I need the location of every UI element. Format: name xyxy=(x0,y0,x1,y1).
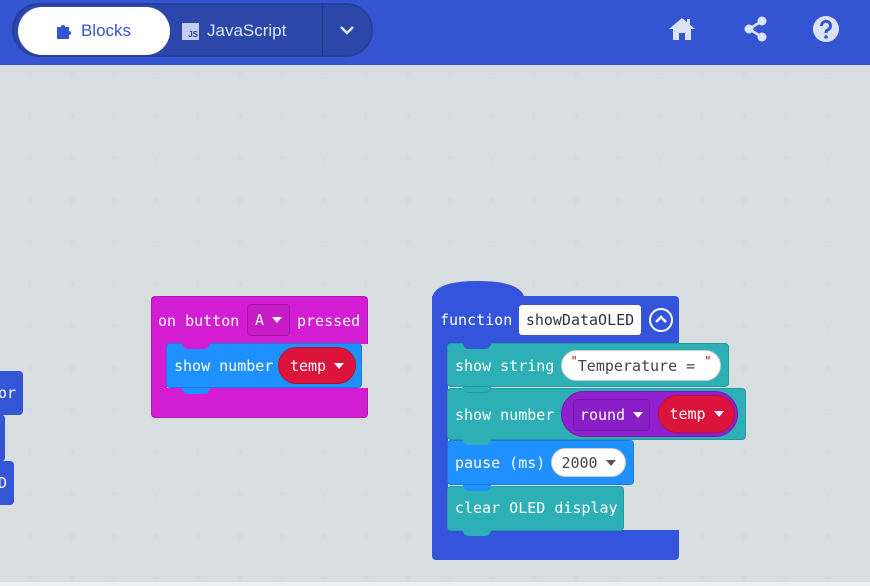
editor-dropdown-button[interactable] xyxy=(322,5,371,55)
tab-blocks[interactable]: Blocks xyxy=(18,7,170,55)
button-dropdown[interactable]: A xyxy=(247,304,290,336)
function-name-input[interactable]: showDataOLED xyxy=(519,305,641,335)
function-keyword: function xyxy=(440,311,513,329)
dropdown-arrow-icon xyxy=(334,362,345,369)
math-op-dropdown[interactable]: round xyxy=(573,399,650,431)
quote-mark: " xyxy=(704,354,712,368)
chevron-down-icon xyxy=(340,26,354,35)
editor-toggle: Blocks JS JavaScript xyxy=(12,3,373,57)
puzzle-icon xyxy=(56,25,71,39)
dropdown-arrow-icon xyxy=(605,459,616,466)
event-label: on button xyxy=(158,312,240,330)
dropdown-arrow-icon xyxy=(272,317,283,323)
header-bar: Blocks JS JavaScript xyxy=(0,0,870,65)
string-input[interactable]: "Temperature = " xyxy=(561,350,721,381)
variable-name: temp xyxy=(289,356,327,375)
function-name: showDataOLED xyxy=(525,311,635,329)
button-value: A xyxy=(254,311,265,329)
partial-block[interactable]: D xyxy=(0,461,14,505)
variable-temp-dropdown[interactable]: temp xyxy=(278,347,356,384)
event-label-suffix: pressed xyxy=(297,312,361,330)
string-value: Temperature = xyxy=(577,356,705,375)
pause-duration-dropdown[interactable]: 2000 xyxy=(551,448,626,477)
show-number-label: show number xyxy=(174,357,274,375)
collapse-up-icon[interactable] xyxy=(648,307,674,333)
clear-oled-block[interactable] xyxy=(447,486,624,531)
partial-block-label: D xyxy=(0,474,8,492)
tab-javascript-label: JavaScript xyxy=(207,21,287,40)
pause-label: pause (ms) xyxy=(455,454,546,472)
variable-temp-dropdown[interactable]: temp xyxy=(658,395,735,433)
show-number-label: show number xyxy=(455,406,555,424)
quote-mark: " xyxy=(570,354,578,368)
js-icon: JS xyxy=(182,22,199,40)
dropdown-arrow-icon xyxy=(633,412,644,418)
partial-block[interactable]: or xyxy=(0,371,23,415)
variable-name: temp xyxy=(669,405,706,423)
help-icon[interactable] xyxy=(811,14,841,44)
clear-oled-label: clear OLED display xyxy=(455,499,618,517)
tab-javascript[interactable]: JS JavaScript xyxy=(182,7,322,55)
math-op: round xyxy=(579,406,626,424)
function-hat xyxy=(432,281,524,300)
dropdown-arrow-icon xyxy=(713,411,724,417)
show-string-label: show string xyxy=(455,357,555,375)
partial-block-label: or xyxy=(0,384,17,402)
home-icon[interactable] xyxy=(667,14,697,44)
tab-blocks-label: Blocks xyxy=(80,21,132,40)
pause-value: 2000 xyxy=(561,453,598,472)
partial-block-arm xyxy=(0,415,5,461)
share-icon[interactable] xyxy=(741,14,771,44)
